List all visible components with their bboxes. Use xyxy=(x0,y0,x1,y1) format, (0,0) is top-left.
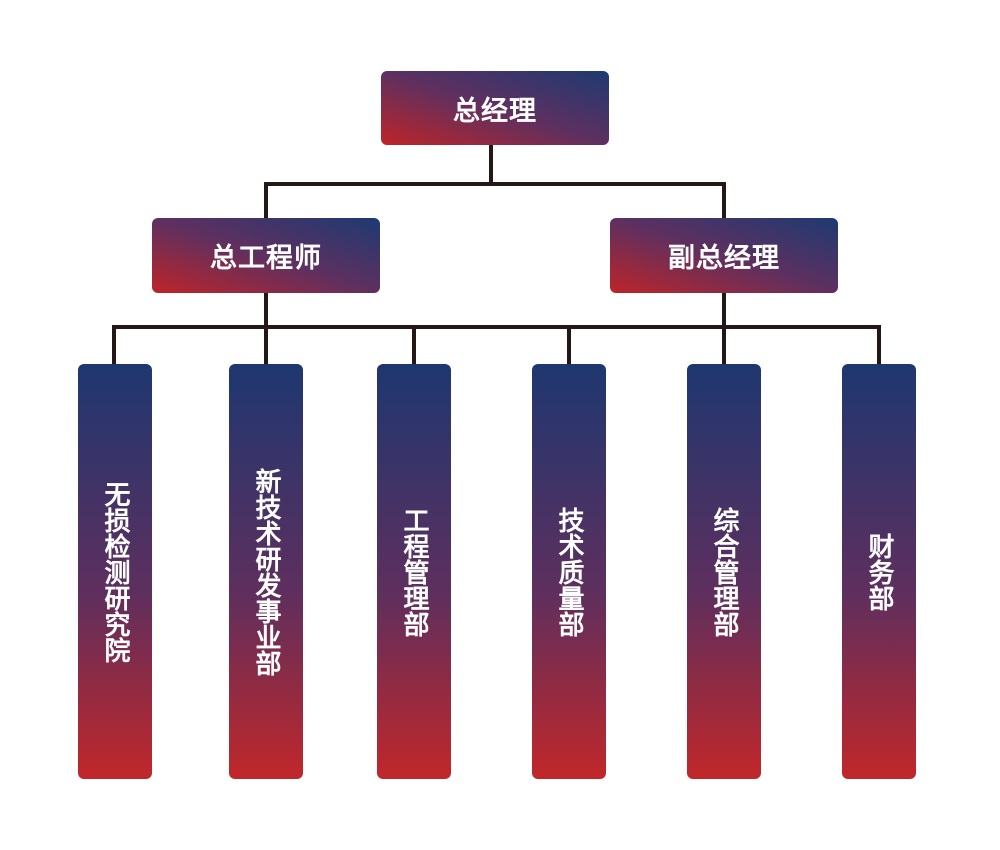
node-general-manager: 总经理 xyxy=(381,71,609,145)
dept-label: 新技术研发事业部 xyxy=(251,467,281,676)
dept-label: 技术质量部 xyxy=(554,506,584,637)
dept-new-tech-rd-division: 新技术研发事业部 xyxy=(229,364,303,779)
dept-label: 综合管理部 xyxy=(709,506,739,637)
dept-technical-quality: 技术质量部 xyxy=(532,364,606,779)
node-label: 总工程师 xyxy=(210,243,322,274)
node-label: 副总经理 xyxy=(668,243,780,274)
dept-engineering-management: 工程管理部 xyxy=(377,364,451,779)
dept-general-management: 综合管理部 xyxy=(687,364,761,779)
dept-finance: 财务部 xyxy=(842,364,916,779)
dept-label: 工程管理部 xyxy=(399,506,429,637)
dept-label: 无损检测研究院 xyxy=(100,480,130,663)
node-label: 总经理 xyxy=(453,95,537,127)
dept-ndt-research-institute: 无损检测研究院 xyxy=(78,364,152,779)
dept-label: 财务部 xyxy=(864,532,894,611)
node-deputy-general-manager: 副总经理 xyxy=(610,218,838,293)
node-chief-engineer: 总工程师 xyxy=(152,218,380,293)
